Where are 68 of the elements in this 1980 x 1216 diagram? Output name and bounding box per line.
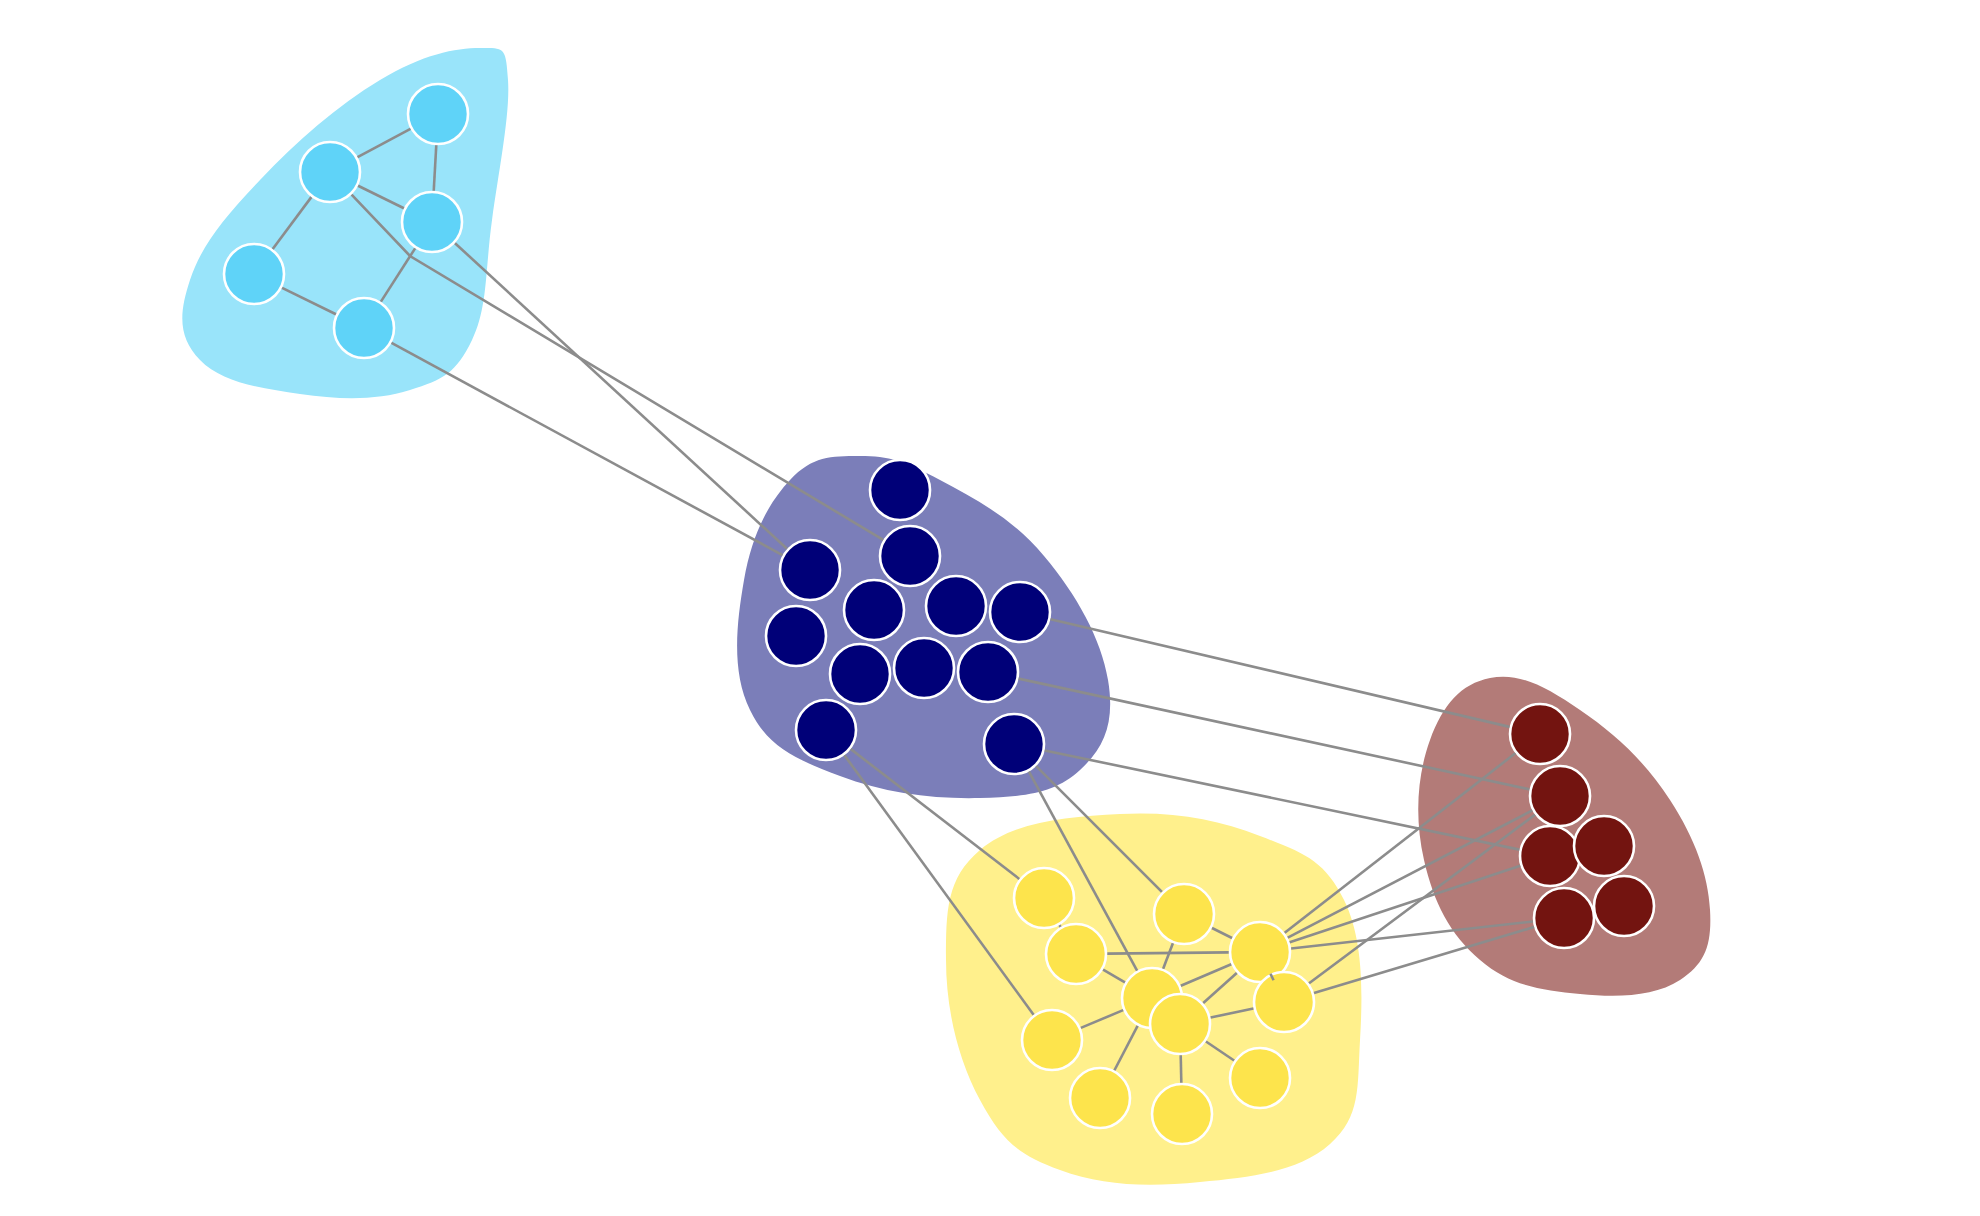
edge-line	[1161, 942, 1175, 970]
edge-line	[1102, 968, 1126, 984]
network-node	[878, 524, 942, 588]
network-node	[400, 190, 464, 254]
network-node	[1572, 814, 1636, 878]
network-node	[406, 82, 470, 146]
network-node	[1152, 882, 1216, 946]
edge-line	[1179, 1055, 1183, 1083]
edge-line	[432, 145, 438, 191]
network-node	[982, 712, 1046, 776]
network-node	[924, 574, 988, 638]
network-node	[778, 538, 842, 602]
edge-line	[1211, 926, 1233, 940]
edge-line	[356, 127, 412, 159]
edge-line	[1202, 972, 1238, 1005]
edge-line	[1290, 920, 1534, 950]
edge-line	[1269, 973, 1275, 981]
edge-line	[271, 196, 313, 250]
network-node	[1068, 1066, 1132, 1130]
network-node	[764, 604, 828, 668]
edge-line	[379, 247, 417, 303]
edge-line	[281, 286, 337, 316]
edge-line	[1080, 1008, 1124, 1030]
network-node	[1252, 970, 1316, 1034]
network-node	[1528, 764, 1592, 828]
edge-line	[1205, 1040, 1235, 1062]
network-node	[1150, 1082, 1214, 1146]
edge-line	[1018, 677, 1530, 791]
network-node	[892, 636, 956, 700]
edge-line	[1180, 963, 1232, 987]
network-node	[868, 458, 932, 522]
edge-line	[1313, 925, 1535, 995]
network-node	[1012, 866, 1076, 930]
edge-line	[350, 193, 884, 542]
edge-line	[1210, 1007, 1254, 1019]
edge-line	[1035, 765, 1163, 893]
network-node	[794, 698, 858, 762]
network-node	[842, 578, 906, 642]
edge-line	[1113, 1025, 1139, 1071]
edge-line	[843, 754, 1035, 1016]
edge-line	[357, 184, 405, 210]
network-node	[828, 642, 892, 706]
network-node	[1228, 920, 1292, 984]
network-node	[332, 296, 396, 360]
network-node	[988, 580, 1052, 644]
edge-line	[1027, 770, 1139, 972]
edge-line	[850, 748, 1020, 880]
network-node	[298, 140, 362, 204]
edge-line	[1050, 617, 1510, 729]
network-node	[1228, 1046, 1292, 1110]
network-node	[1532, 886, 1596, 950]
edge-line	[390, 341, 784, 557]
network-node	[222, 242, 286, 306]
edge-line	[1287, 809, 1533, 939]
network-node	[1518, 824, 1582, 888]
network-node	[1148, 992, 1212, 1056]
edge-line	[1058, 924, 1062, 928]
network-node	[1508, 702, 1572, 766]
edge-line	[1283, 752, 1517, 934]
network-node	[1020, 1008, 1084, 1072]
network-node	[956, 640, 1020, 704]
network-node	[1044, 922, 1108, 986]
edge-line	[1044, 749, 1520, 851]
edge-line	[1308, 813, 1536, 985]
edge-line	[454, 242, 788, 550]
network-node	[1592, 874, 1656, 938]
edge-line	[1289, 864, 1521, 944]
edge-line	[1107, 951, 1229, 955]
